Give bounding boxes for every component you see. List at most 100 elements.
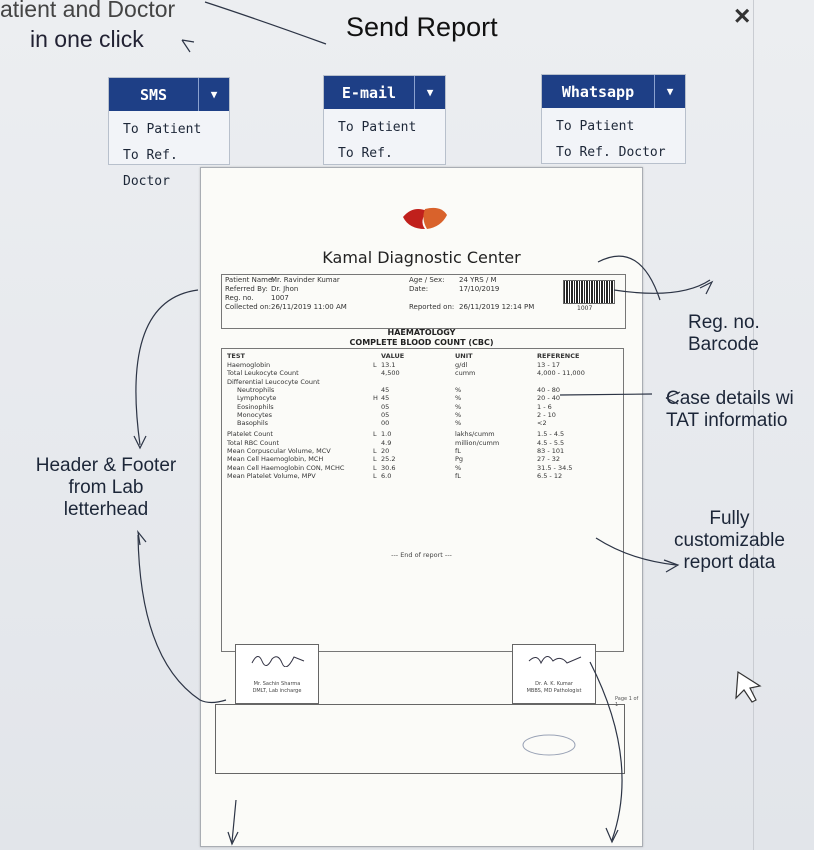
flag-badge: L xyxy=(373,455,377,464)
flag-badge: H xyxy=(373,394,378,403)
sms-dropdown[interactable]: SMS ▼ To Patient To Ref. Doctor xyxy=(108,77,230,189)
sms-dropdown-header[interactable]: SMS ▼ xyxy=(109,78,229,111)
test-value: 4,500 xyxy=(381,369,400,378)
test-unit: lakhs/cumm xyxy=(455,430,495,439)
reference-range: 1 - 6 xyxy=(537,402,552,411)
email-dropdown-header[interactable]: E-mail ▼ xyxy=(324,76,445,109)
test-unit: g/dl xyxy=(455,361,468,369)
dialog-title: Send Report xyxy=(346,12,498,42)
annotation-cust-line1: Fully xyxy=(709,508,750,529)
header-ref: REFERENCE xyxy=(537,352,580,360)
test-value: 00 xyxy=(381,419,390,428)
footer-stamp-icon xyxy=(522,734,576,756)
test-unit: % xyxy=(455,463,462,472)
tagline-line-1: atient and Doctor xyxy=(0,0,176,22)
lab-name: Kamal Diagnostic Center xyxy=(322,248,521,267)
test-value: 45 xyxy=(381,385,390,394)
reg-label: Reg. no. xyxy=(225,294,254,302)
test-value: 45 xyxy=(381,394,390,403)
email-dropdown[interactable]: E-mail ▼ To Patient To Ref. Doctor xyxy=(323,75,446,187)
results-table-box xyxy=(221,348,624,652)
annotation-hf-line1: Header & Footer xyxy=(35,455,177,476)
chevron-down-icon[interactable]: ▼ xyxy=(414,76,445,109)
whatsapp-to-patient[interactable]: To Patient xyxy=(556,119,635,134)
test-unit: fL xyxy=(455,471,461,480)
reference-range: 40 - 80 xyxy=(537,385,561,394)
test-name: Lymphocyte xyxy=(237,394,277,403)
annotation-cust-line3: report data xyxy=(683,552,776,573)
sms-to-patient[interactable]: To Patient xyxy=(123,122,202,137)
email-to-patient[interactable]: To Patient xyxy=(338,120,417,135)
age-sex: 24 YRS / M xyxy=(459,276,497,284)
signer-left-name: Mr. Sachin Sharma xyxy=(253,681,301,687)
flag-badge: L xyxy=(373,463,377,472)
test-name: Total RBC Count xyxy=(227,438,280,447)
test-name: Platelet Count xyxy=(227,430,273,439)
whatsapp-to-ref-doctor[interactable]: To Ref. Doctor xyxy=(556,145,666,160)
report-date: 17/10/2019 xyxy=(459,285,500,293)
department-title: HAEMATOLOGY xyxy=(387,328,456,337)
age-label: Age / Sex: xyxy=(409,276,445,284)
signature-left: Mr. Sachin Sharma DMLT, Lab incharge xyxy=(235,644,319,704)
test-name: Mean Corpuscular Volume, MCV xyxy=(227,447,331,455)
flag-badge: L xyxy=(373,430,377,439)
test-unit: % xyxy=(455,385,462,394)
annotation-header-footer: Header & Footer from Lab letterhead xyxy=(16,455,196,521)
barcode-icon xyxy=(563,280,615,304)
collected-label: Collected on: xyxy=(225,303,272,311)
table-row: Differential Leucocyte Count xyxy=(225,378,615,387)
sms-to-ref-doctor[interactable]: To Ref. Doctor xyxy=(123,148,178,189)
test-value: 6.0 xyxy=(381,471,392,480)
test-name: Mean Cell Haemoglobin, MCH xyxy=(227,455,324,464)
annotation-customizable: Fully customizable report data xyxy=(674,508,785,574)
reference-range: 2 - 10 xyxy=(537,410,556,419)
annotation-hf-line3: letterhead xyxy=(63,499,149,520)
signature-icon xyxy=(251,656,305,667)
whatsapp-dropdown-header[interactable]: Whatsapp ▼ xyxy=(542,75,685,108)
close-icon[interactable]: × xyxy=(734,0,751,31)
test-value: 30.6 xyxy=(381,463,396,472)
test-unit: Pg xyxy=(455,455,464,464)
test-value: 4.9 xyxy=(381,438,392,447)
whatsapp-dropdown[interactable]: Whatsapp ▼ To Patient To Ref. Doctor xyxy=(541,74,686,164)
test-group-title: COMPLETE BLOOD COUNT (CBC) xyxy=(349,338,494,347)
test-name: Total Leukocyte Count xyxy=(227,369,299,378)
test-unit: % xyxy=(455,402,462,411)
annotation-case-line1: Case details wi xyxy=(666,388,794,409)
header-test: TEST xyxy=(227,352,245,360)
referred-by: Dr. Jhon xyxy=(271,285,299,293)
collected-on: 26/11/2019 11:00 AM xyxy=(271,303,347,311)
test-unit: % xyxy=(455,410,462,419)
reference-range: 13 - 17 xyxy=(537,361,561,369)
email-label: E-mail xyxy=(341,83,397,102)
test-name: Haemoglobin xyxy=(227,361,271,369)
reference-range: 4,000 - 11,000 xyxy=(537,369,585,378)
annotation-reg-barcode: Reg. no. Barcode xyxy=(688,312,760,356)
chevron-down-icon[interactable]: ▼ xyxy=(198,78,229,111)
test-value: 1.0 xyxy=(381,430,392,439)
tagline-line-2: in one click xyxy=(30,26,144,52)
test-name: Mean Cell Haemoglobin CON, MCHC xyxy=(227,463,345,472)
test-name: Monocytes xyxy=(237,410,273,419)
annotation-reg-line1: Reg. no. xyxy=(688,312,760,333)
annotation-case-line2: TAT informatio xyxy=(666,410,788,431)
annotation-case-details: Case details wi TAT informatio xyxy=(666,388,794,432)
email-to-ref-doctor[interactable]: To Ref. Doctor xyxy=(338,146,393,187)
patient-header-box xyxy=(221,274,626,329)
test-name: Mean Platelet Volume, MPV xyxy=(227,471,316,480)
header-value: VALUE xyxy=(381,352,405,360)
test-value: 13.1 xyxy=(381,361,396,369)
annotation-cust-line2: customizable xyxy=(674,530,785,551)
reference-range: 20 - 40 xyxy=(537,394,561,403)
flag-badge: L xyxy=(373,447,377,455)
test-value: 20 xyxy=(381,447,390,455)
report-preview: Kamal Diagnostic Center Patient Name: Mr… xyxy=(200,167,643,847)
chevron-down-icon[interactable]: ▼ xyxy=(654,75,685,108)
